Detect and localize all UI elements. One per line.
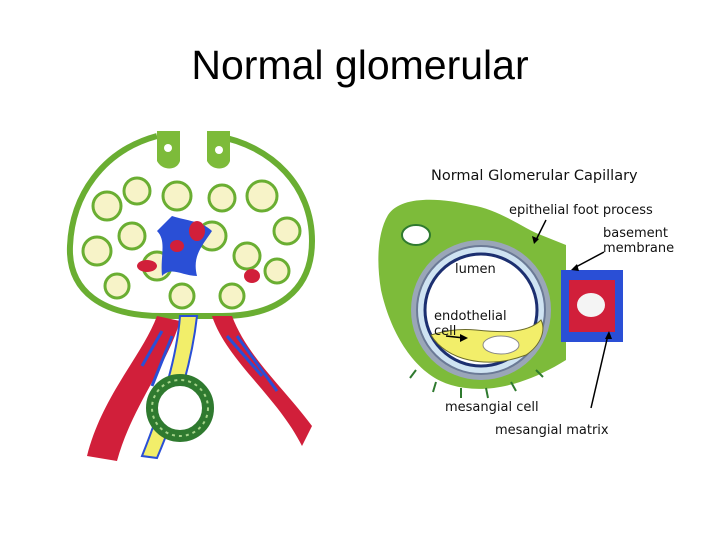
capillary-cross-section	[378, 199, 623, 409]
mesangial-matrix-label: mesangial matrix	[495, 423, 609, 438]
basement-membrane-label: basement membrane	[603, 226, 675, 256]
glomerulus-illustration	[66, 131, 316, 461]
epithelial-foot-process-label: epithelial foot process	[509, 203, 653, 218]
capillary-title: Normal Glomerular Capillary	[431, 168, 638, 184]
mesangial-cell-label: mesangial cell	[445, 400, 539, 415]
lumen-label: lumen	[455, 262, 496, 277]
endothelial-cell-label: endothelial cell	[434, 309, 507, 339]
page-title: Normal glomerular	[191, 42, 529, 88]
